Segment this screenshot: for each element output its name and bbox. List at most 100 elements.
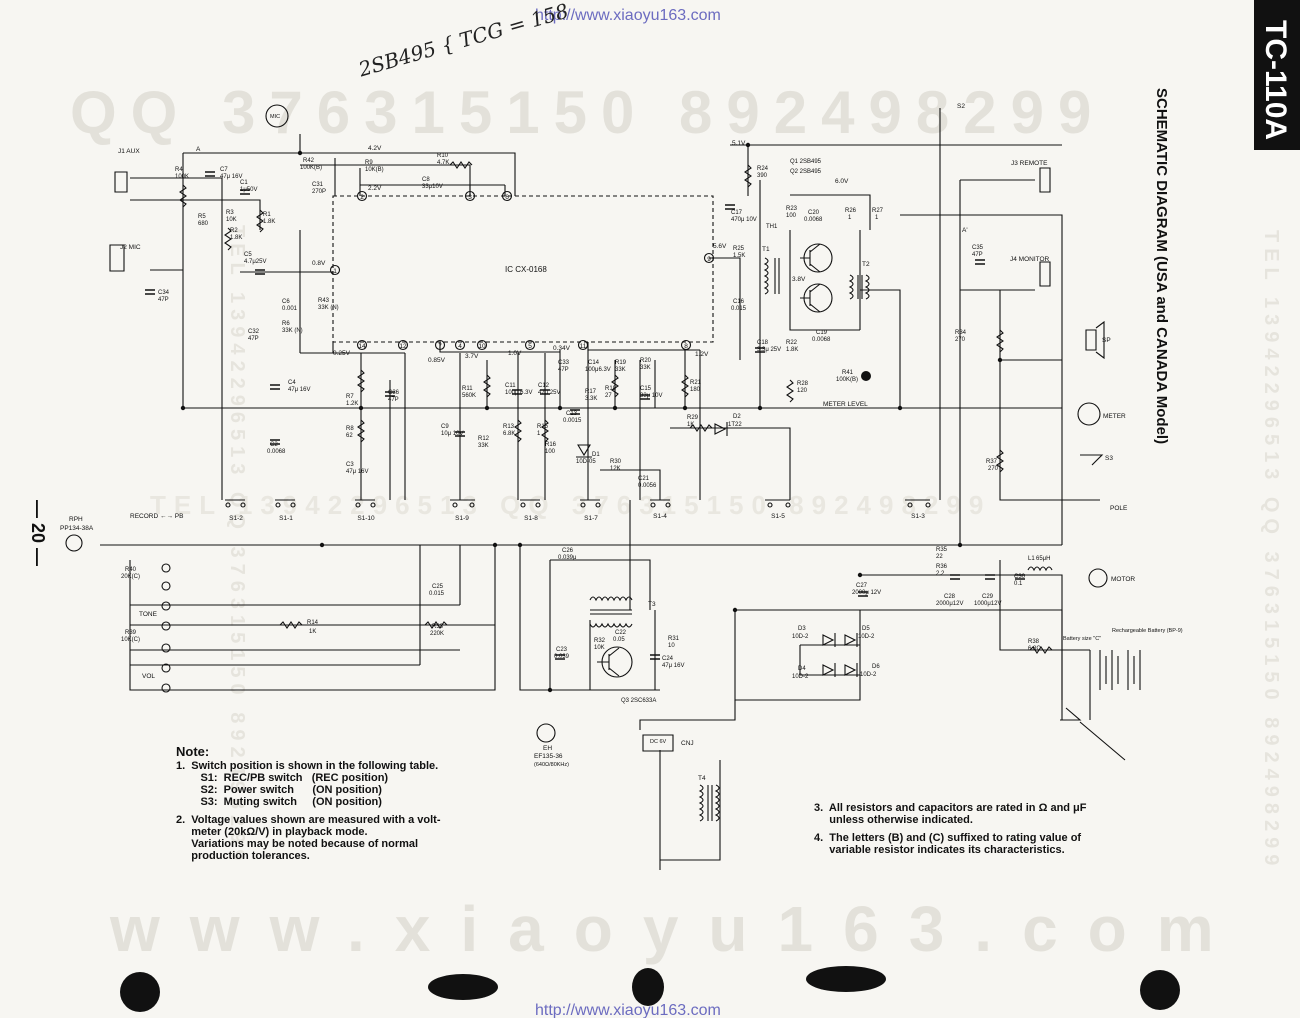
component-value: 10D-05 [576,459,596,465]
connector-label: EH [543,745,552,752]
component-ref: D4 [798,666,806,672]
component-value: 180 [690,387,701,393]
junction-dots [180,142,1003,693]
component-ref: R39 [125,630,137,636]
component-value: 33K [640,365,651,371]
component-value: 2000μ 12V [852,590,881,596]
ic-pin: 14 [358,343,366,350]
component-ref: R7 [346,394,354,400]
diagram-title: SCHEMATIC DIAGRAM (USA and CANADA Model) [1153,88,1170,445]
voltage: 3.7V [465,353,479,360]
note-line: production tolerances. [176,850,310,862]
source-url-top: http://www.xiaoyu163.com [535,7,721,24]
switch-label: S1-1 [279,515,293,522]
component-ref: D6 [872,664,880,670]
switch-label: S1-3 [911,513,925,520]
component-ref: R40 [125,567,137,573]
component-value: 33K (N) [318,305,339,311]
component-value: 0.0015 [563,418,582,424]
ic-pin: 7 [438,343,442,350]
component-ref: R14 [307,620,319,626]
switch-label: S1-10 [357,515,375,522]
component-ref: R28 [797,381,809,387]
component-value: 0.1 [1014,581,1023,587]
component-ref: R3 [226,210,234,216]
component-ref: R26 [845,208,857,214]
transistor-label: Q2 2SB495 [790,169,822,175]
component-value: 10D-2 [792,634,809,640]
component-ref: R20 [640,358,652,364]
transformer-label: T4 [698,775,706,782]
component-value: 10K(B) [365,167,384,173]
component-value: 1.8K [230,235,242,241]
component-ref: D3 [798,626,806,632]
component-value: 100μ 6.3V [505,390,532,396]
component-ref: C8 [422,177,430,183]
binding-hole-mark [428,974,498,1000]
transistor-label: Q3 2SC633A [621,698,656,704]
component-value: 47μ 25V [538,390,560,396]
component-value: 10K(C) [121,637,140,643]
component-ref: C15 [640,386,652,392]
voltage: 4.2V [368,145,382,152]
switch-label: S1-7 [584,515,598,522]
connector-label: J1 AUX [118,148,140,155]
transformer-label: T2 [862,261,870,268]
battery-label: Battery size "C" [1063,636,1101,642]
component-value: 100K(B) [300,165,322,171]
component-ref: R35 [936,547,948,553]
voltage: 6.0V [835,178,849,185]
component-value: 10K [594,645,605,651]
component-value: 0.0068 [812,337,831,343]
connector-label: J2 MIC [120,244,141,251]
component-ref: C28 [944,594,956,600]
connector-label: POLE [1110,505,1128,512]
model-tab [1254,0,1300,150]
component-ref: R33 [432,624,444,630]
connector-label: EF135-36 [534,753,563,760]
component-value: 1 [848,215,852,221]
component-ref: C29 [982,594,994,600]
component-value: 12K [610,466,621,472]
binding-hole-mark [1140,970,1180,1010]
component-value: 1μ50V [240,187,257,193]
note-line: 4. The letters (B) and (C) suffixed to r… [814,832,1082,844]
component-ref: R13 [503,424,515,430]
component-value: 0.0068 [267,449,286,455]
component-ref: R23 [786,206,798,212]
component-ref: C6 [282,299,290,305]
switch-label: S1-5 [771,513,785,520]
connector-label: CNJ [681,740,694,747]
component-ref: C13 [566,411,578,417]
binding-hole-mark [120,972,160,1012]
record-pb-label: RECORD ←→ PB [130,513,183,520]
note-line: S2: Power switch (ON position) [176,784,382,796]
component-ref: R36 [936,564,948,570]
component-value: 270P [312,189,326,195]
component-ref: R6 [282,321,290,327]
component-value: 33μ10V [422,184,443,190]
component-value: 1000μ12V [974,601,1001,607]
component-ref: C11 [505,383,516,389]
component-value: 10μ 10V [441,431,463,437]
component-ref: C9 [441,424,449,430]
component-value: 0.015 [731,306,747,312]
binding-hole-mark [632,968,664,1006]
ic-pin: 3 [468,194,472,201]
component-ref: C32 [248,329,260,335]
switch-label: S1-2 [229,515,243,522]
component-value: 0.015 [429,591,445,597]
connector-label: S2 [957,103,965,110]
component-value: 47P [248,336,259,342]
voltage: 2.2V [368,185,382,192]
component-ref: C1 [240,180,248,186]
component-value: 2.2 [936,571,945,577]
component-ref: C24 [662,656,674,662]
component-value: 4.7K [437,160,449,166]
ic-pin: 8 [684,343,688,350]
component-value: 33K [478,443,489,449]
ic-pin: 9 [707,256,711,263]
binding-hole-mark [806,966,886,992]
